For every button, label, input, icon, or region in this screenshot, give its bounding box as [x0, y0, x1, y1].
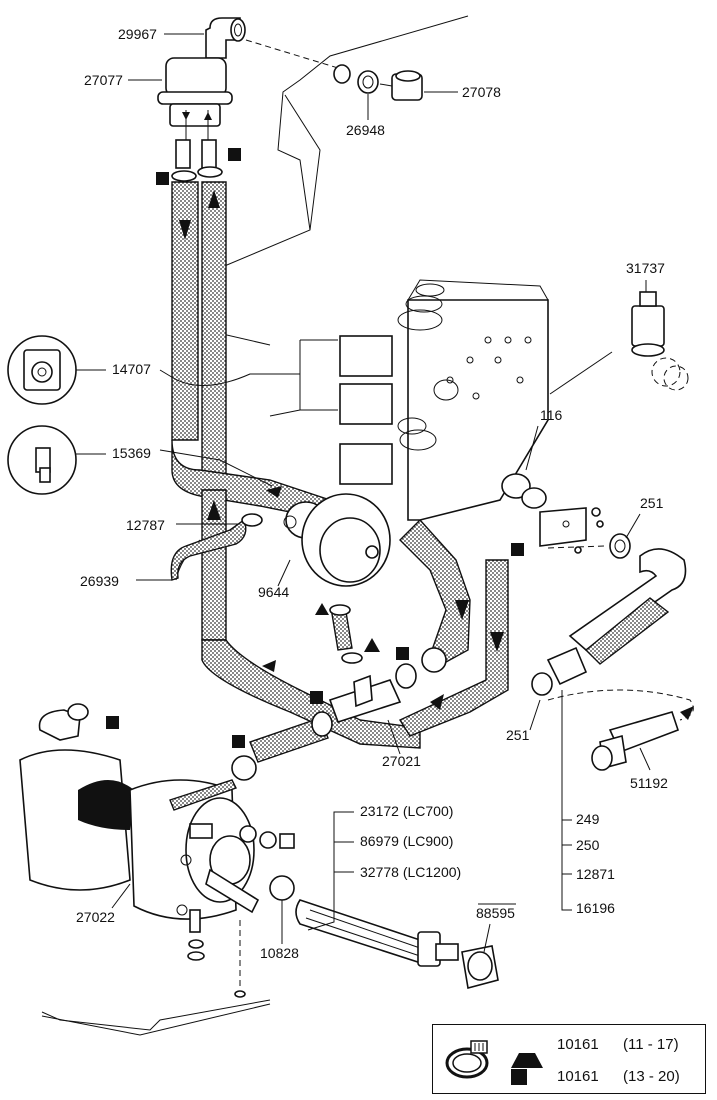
callout-88595: 88595: [476, 905, 515, 921]
hose-clamp-icon: [445, 1040, 489, 1079]
pump-9644: [283, 493, 391, 587]
tee-51192: [547, 689, 694, 771]
fittings-116: [501, 473, 604, 554]
clamp-legend: 10161 (11 - 17) 10161 (13 - 20): [432, 1024, 706, 1094]
muffler-27077: [157, 57, 233, 182]
flex-hose-249: [531, 533, 687, 696]
legend-range: (11 - 17): [623, 1036, 679, 1053]
clamp-square-marker: [156, 172, 169, 185]
callout-26939: 26939: [80, 573, 119, 589]
callout-27078: 27078: [462, 84, 501, 100]
callout-32778: 32778 (LC1200): [360, 864, 461, 880]
leader-lines: [76, 33, 651, 953]
callout-10828: 10828: [260, 945, 299, 961]
control-bracket: [407, 279, 549, 521]
callout-16196: 16196: [576, 900, 615, 916]
callout-251-lower: 251: [506, 727, 530, 743]
clamp-square-marker: [396, 647, 409, 660]
callout-27077: 27077: [84, 72, 123, 88]
callout-12787: 12787: [126, 517, 165, 533]
dashed-alignment-top: [245, 39, 339, 69]
elbow-29967: [205, 17, 246, 59]
relay-switches: [269, 335, 393, 485]
callout-26948: 26948: [346, 122, 385, 138]
clamp-square-marker: [228, 148, 241, 161]
callout-86979: 86979 (LC900): [360, 833, 453, 849]
clamp-square-marker: [106, 716, 119, 729]
clamp-markers: [106, 148, 524, 748]
legend-row-triangle: 10161 (11 - 17): [433, 1031, 707, 1068]
callout-27021: 27021: [382, 753, 421, 769]
callout-14707: 14707: [112, 361, 151, 377]
callout-9644: 9644: [258, 584, 289, 600]
callout-249: 249: [576, 811, 600, 827]
callout-27022: 27022: [76, 909, 115, 925]
clamp-triangle-marker: [364, 638, 380, 652]
legend-range: (13 - 20): [623, 1068, 680, 1085]
callout-15369: 15369: [112, 445, 151, 461]
callout-labels: 29967 27077 27078 26948 31737 14707 116 …: [76, 26, 668, 961]
coil-wires: [397, 283, 459, 451]
legend-code: 10161: [557, 1036, 599, 1053]
legend-code: 10161: [557, 1068, 599, 1085]
triangle-marker-icon: [511, 1037, 543, 1068]
callout-116: 116: [540, 407, 563, 423]
hose-pair-vertical: [171, 181, 421, 749]
callout-23172: 23172 (LC700): [360, 803, 453, 819]
square-marker-icon: [511, 1069, 527, 1085]
callout-51192: 51192: [630, 775, 668, 791]
callout-12871: 12871: [576, 866, 615, 882]
detail-switch-15369: [7, 425, 77, 495]
callout-250: 250: [576, 837, 600, 853]
callout-31737: 31737: [626, 260, 665, 276]
clamp-square-marker: [232, 735, 245, 748]
plug-26948-27078: [333, 64, 423, 101]
tee-27021: [170, 513, 447, 781]
clamp-square-marker: [310, 691, 323, 704]
solenoid-valve-31737: [549, 291, 689, 395]
callout-251-upper: 251: [640, 495, 664, 511]
clamp-square-marker: [511, 543, 524, 556]
thermostat-88595: [461, 945, 499, 989]
detail-thermostat-14707: [7, 335, 77, 405]
clamp-triangle-marker: [315, 603, 329, 615]
legend-row-square: 10161 (13 - 20): [433, 1063, 707, 1091]
heating-element: [295, 899, 459, 967]
boiler-27022: [19, 703, 295, 998]
callout-29967: 29967: [118, 26, 157, 42]
